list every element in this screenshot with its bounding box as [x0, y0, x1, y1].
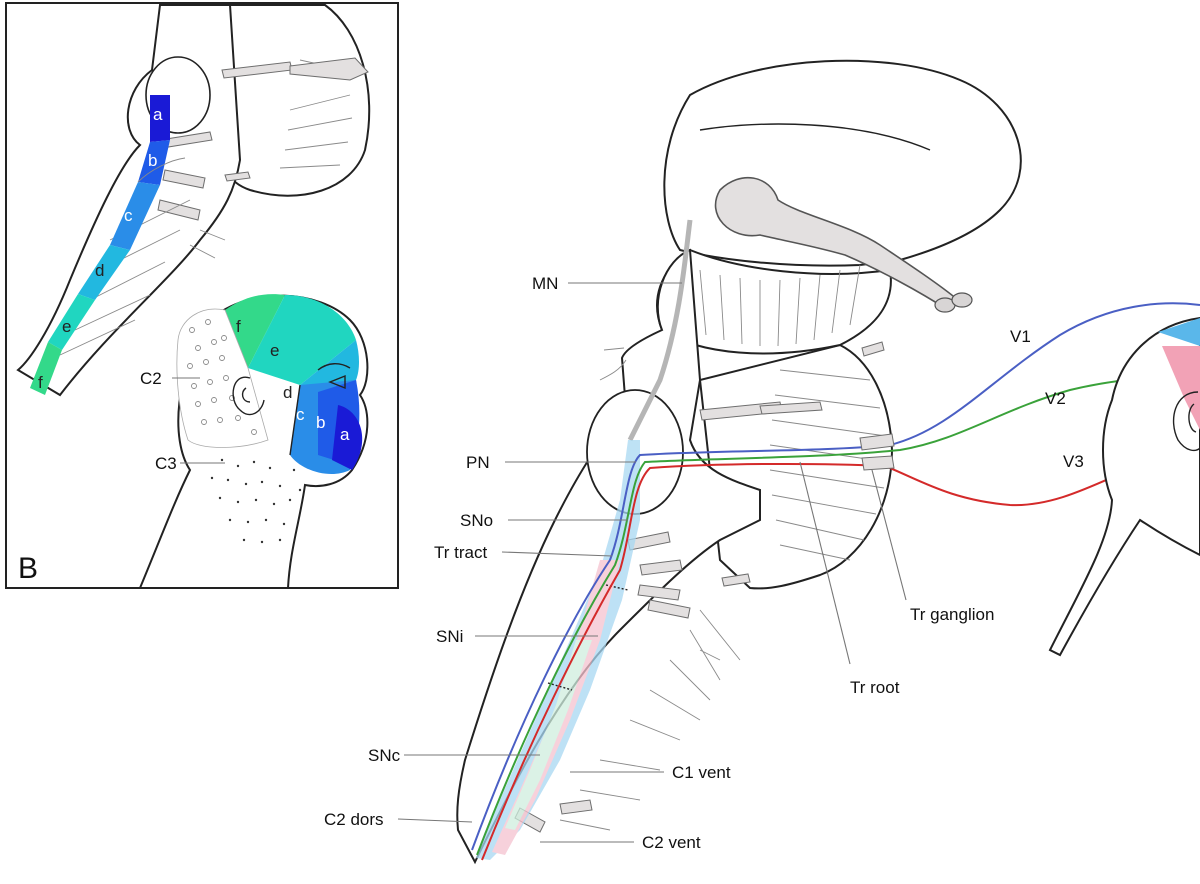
label-mn: MN: [532, 274, 558, 293]
inset-spinal-zones: [30, 95, 186, 395]
inset-face-zone-e: e: [270, 341, 279, 360]
label-pn: PN: [466, 453, 490, 472]
label-c2-vent: C2 vent: [642, 833, 701, 852]
inset-spinal-zone-c: c: [124, 206, 133, 225]
inset-rootlets: [59, 57, 369, 356]
inset-spinal-zone-d: d: [95, 261, 104, 280]
label-v1: V1: [1010, 327, 1031, 346]
label-sno: SNo: [460, 511, 493, 530]
nerve-v1: [471, 302, 1200, 851]
nerve-v3: [481, 450, 1200, 861]
label-v2: V2: [1045, 389, 1066, 408]
inset-face-zone-c: c: [296, 405, 305, 424]
inset-spinal-zone-a: a: [153, 105, 163, 124]
panel-label: B: [18, 552, 38, 585]
label-c1-vent: C1 vent: [672, 763, 731, 782]
inset-face-zone-b: b: [316, 413, 325, 432]
label-v3: V3: [1063, 452, 1084, 471]
label-sni: SNi: [436, 627, 463, 646]
spinal-nucleus-ribbon: [476, 440, 640, 860]
inset-face-zone-d: d: [283, 383, 292, 402]
label-c2-dors: C2 dors: [324, 810, 384, 829]
inset-label-c2: C2: [140, 369, 162, 388]
inset-face-zone-a: a: [340, 425, 350, 444]
label-tr-tract: Tr tract: [434, 543, 487, 562]
inset-spinal-zone-f: f: [38, 373, 43, 392]
inset-spinal-zone-b: b: [148, 151, 157, 170]
medial-nucleus-tract: [627, 219, 693, 442]
partial-head: [1048, 316, 1200, 657]
label-tr-ganglion: Tr ganglion: [910, 605, 994, 624]
label-tr-root: Tr root: [850, 678, 900, 697]
nerve-v2: [476, 375, 1200, 856]
inset-face-zone-f: f: [236, 317, 241, 336]
inset-label-c3: C3: [155, 454, 177, 473]
c3-dot-pattern: [210, 458, 302, 544]
inset-head: [138, 294, 369, 589]
trigeminal-nerves: [471, 302, 1200, 861]
inset-panel: a b c d e f: [5, 2, 399, 589]
labels: MN PN SNo Tr tract SNi SNc C2 dors C1 ve…: [324, 274, 1084, 852]
inset-spinal-zone-e: e: [62, 317, 71, 336]
main-drawing: [456, 59, 1200, 865]
c2-circle-pattern: [187, 319, 257, 435]
label-snc: SNc: [368, 746, 401, 765]
